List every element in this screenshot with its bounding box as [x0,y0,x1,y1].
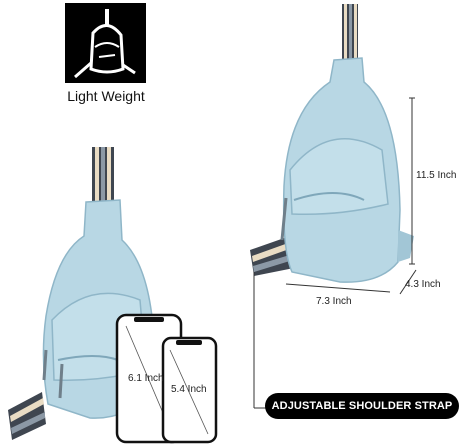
dimension-lines [253,97,417,409]
small-phone-size-label: 5.4 Inch [171,384,207,395]
bag-front-view [250,4,414,283]
large-phone-size-label: 6.1 Inch [128,373,164,384]
height-dimension-label: 11.5 Inch [416,170,457,181]
light-weight-icon-box [65,3,146,83]
light-weight-label: Light Weight [67,88,145,104]
width-dimension-label: 7.3 Inch [316,296,352,307]
sling-bag-icon [74,9,136,79]
phone-small [161,336,218,444]
adjustable-strap-badge: ADJUSTABLE SHOULDER STRAP [265,393,459,419]
depth-dimension-label: 4.3 Inch [405,279,441,290]
